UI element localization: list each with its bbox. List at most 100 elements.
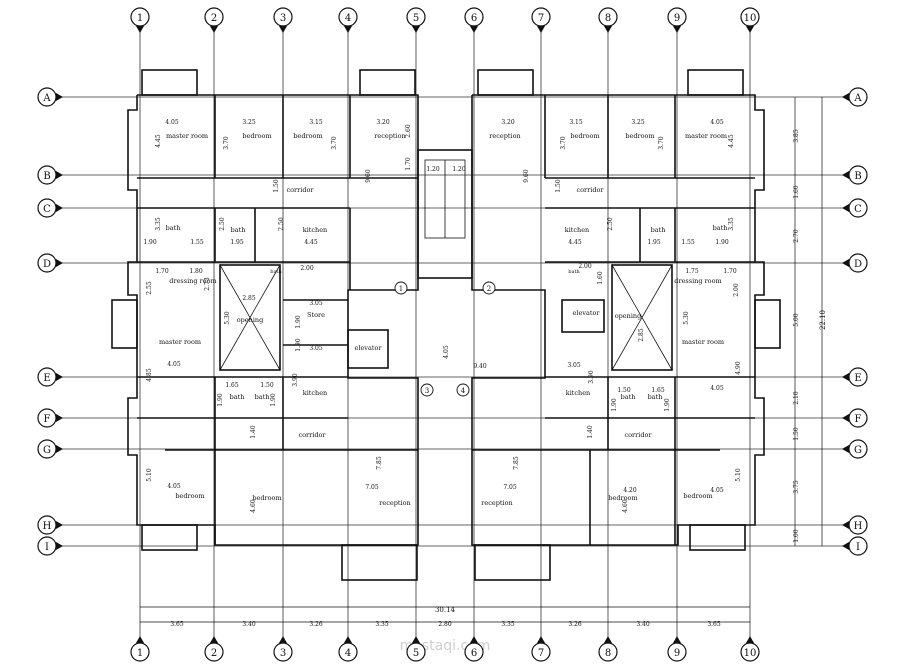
room-label-bedroom: bedroom: [175, 492, 204, 500]
grid-bubble-pointer: [56, 445, 63, 453]
grid-bubble-pointer: [279, 636, 287, 643]
dimension-row-spacing: 3.85: [793, 129, 800, 143]
grid-label-row-I: I: [856, 542, 860, 553]
room-label-reception: reception: [374, 132, 405, 140]
grid-bubble-pointer: [56, 93, 63, 101]
grid-bubble-pointer: [210, 636, 218, 643]
grid-label-row-C: C: [43, 204, 51, 215]
grid-label-col-9: 9: [674, 13, 680, 24]
stair-number: 4: [461, 387, 466, 395]
stair-number-circle: [482, 281, 496, 295]
grid-bubble-pointer: [842, 414, 849, 422]
dimension-label: 9.60: [523, 169, 530, 183]
dimension-label: 1.90: [295, 338, 302, 352]
stair-number-circle: [394, 281, 408, 295]
dimension-label: 1.55: [190, 239, 204, 246]
grid-bubble-pointer: [604, 26, 612, 33]
grid-label-col-8: 8: [605, 648, 611, 659]
dimension-column-spacing: 3.65: [170, 621, 184, 628]
dimension-label: 1.70: [723, 268, 737, 275]
room-label-master-room: master room: [682, 338, 724, 346]
grid-label-row-D: D: [854, 259, 862, 270]
room-label-kitchen: kitchen: [565, 226, 590, 234]
grid-bubble-pointer: [673, 636, 681, 643]
dimension-label: 2.00: [578, 263, 592, 270]
grid-bubble-pointer: [56, 259, 63, 267]
dimension-label: 3.20: [376, 119, 390, 126]
dimension-label: 3.70: [223, 136, 230, 150]
grid-label-row-E: E: [43, 373, 50, 384]
grid-bubble-pointer: [344, 636, 352, 643]
dimension-label: 2.00: [733, 283, 740, 297]
grid-label-col-9: 9: [674, 648, 680, 659]
dimension-label: 3.35: [155, 217, 162, 231]
dimension-label: 4.45: [728, 134, 735, 148]
room-label-reception: reception: [379, 499, 410, 507]
grid-label-col-7: 7: [538, 13, 544, 24]
grid-label-col-10: 10: [744, 13, 757, 24]
grid-label-col-2: 2: [211, 648, 217, 659]
dimension-row-spacing: 1.60: [793, 185, 800, 199]
dimension-label: 9.60: [365, 169, 372, 183]
dimension-label: 3.20: [501, 119, 515, 126]
dimension-label: 3.70: [560, 136, 567, 150]
grid-label-row-B: B: [854, 171, 861, 182]
dimension-label: 1.70: [155, 268, 169, 275]
dimension-label: 1.20: [426, 166, 440, 173]
grid-label-row-H: H: [854, 521, 863, 532]
room-label-bath: bath: [648, 393, 663, 401]
grid-bubble-pointer: [842, 93, 849, 101]
dimension-label: 4.05: [167, 361, 181, 368]
dimension-row-spacing: 1.50: [793, 427, 800, 441]
dimension-label: 4.90: [735, 361, 742, 375]
dimension-row-spacing: 5.00: [793, 313, 800, 327]
room-label-master-room: master room: [159, 338, 201, 346]
room-label-kitchen: kitchen: [566, 389, 591, 397]
grid-label-row-C: C: [854, 204, 862, 215]
dimension-label: 1.90: [143, 239, 157, 246]
grid-label-col-4: 4: [345, 648, 351, 659]
grid-bubble-pointer: [746, 636, 754, 643]
grid-bubble-pointer: [470, 26, 478, 33]
grid-bubble-pointer: [842, 542, 849, 550]
room-label-elevator: elevator: [573, 309, 601, 317]
dimension-label: 7.85: [376, 456, 383, 470]
dimension-row-spacing: 1.00: [793, 529, 800, 543]
dimension-label: 1.95: [647, 239, 661, 246]
grid-label-col-1: 1: [137, 648, 143, 659]
room-label-opening: opening: [615, 312, 642, 320]
grid-label-col-7: 7: [538, 648, 544, 659]
grid-bubble-pointer: [842, 373, 849, 381]
stair-number: 1: [399, 285, 403, 293]
grid-label-col-1: 1: [137, 13, 143, 24]
room-label-bath: bath: [651, 226, 666, 234]
dimension-column-spacing: 3.35: [501, 621, 515, 628]
dimension-label: 4.05: [165, 119, 179, 126]
dimension-label: 1.90: [295, 315, 302, 329]
dimension-label: 5.30: [683, 311, 690, 325]
room-label-kitchen: kitchen: [303, 226, 328, 234]
grid-label-col-2: 2: [211, 13, 217, 24]
dimension-label: 4.05: [167, 483, 181, 490]
dimension-label: 1.40: [250, 425, 257, 439]
dimension-label: 3.15: [309, 119, 323, 126]
dimension-total-height: 22.10: [819, 310, 827, 330]
grid-label-row-G: G: [854, 445, 862, 456]
dimension-label: 2.85: [242, 295, 256, 302]
dimension-label: 5.30: [224, 311, 231, 325]
grid-bubble-pointer: [537, 636, 545, 643]
room-label-opening: opening: [237, 316, 264, 324]
dimension-label: 1.95: [230, 239, 244, 246]
dimension-label: 1.90: [270, 393, 277, 407]
grid-bubble-pointer: [344, 26, 352, 33]
dimension-label: 1.40: [587, 425, 594, 439]
grid-bubble-pointer: [842, 171, 849, 179]
dimension-label: 1.20: [452, 166, 466, 173]
room-label-bedroom: bedroom: [252, 494, 281, 502]
grid-label-row-G: G: [43, 445, 51, 456]
grid-bubble-pointer: [412, 636, 420, 643]
dimension-label: 3.90: [292, 373, 299, 387]
grid-label-row-D: D: [43, 259, 51, 270]
grid-bubble-pointer: [56, 542, 63, 550]
